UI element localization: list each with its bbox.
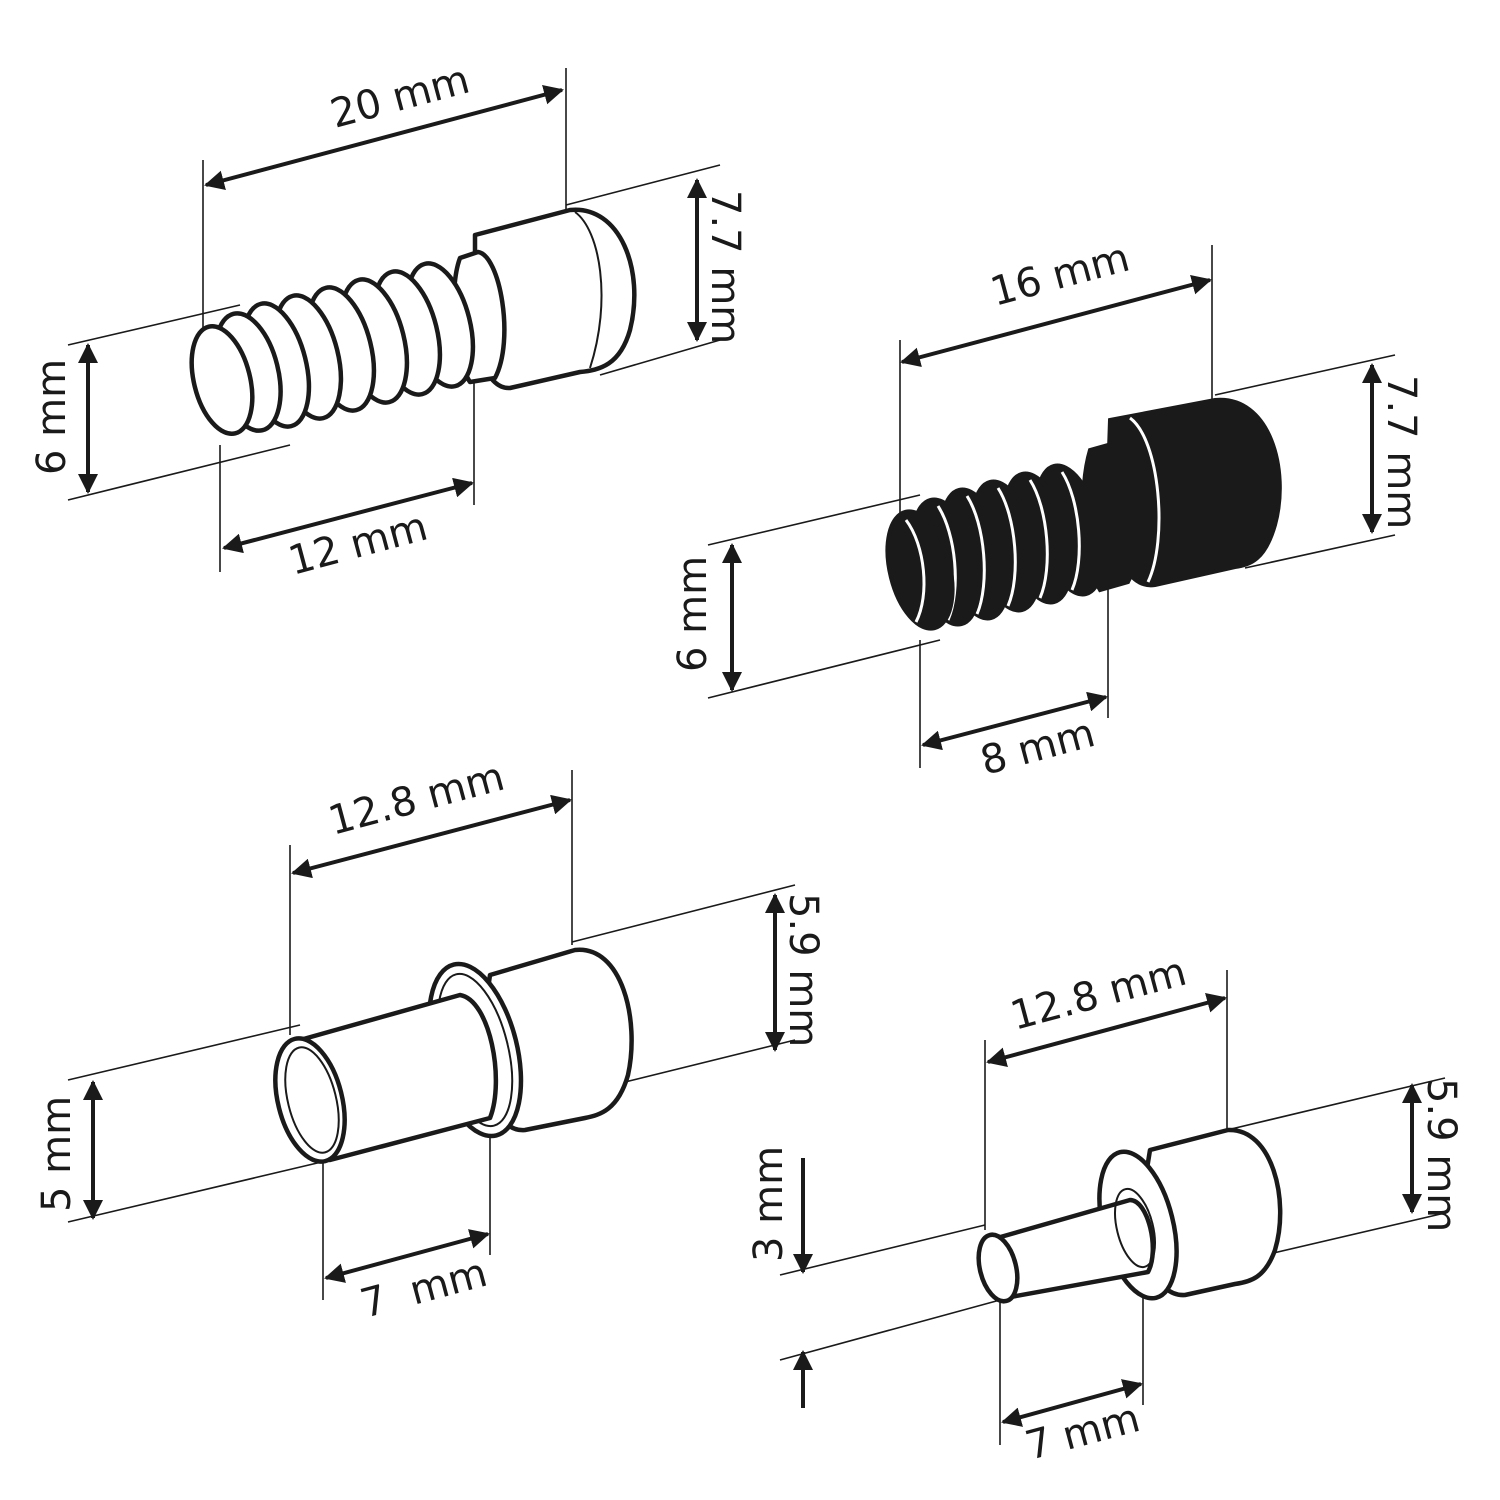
label-shank-diameter: 5 mm — [34, 1096, 80, 1212]
plain-pin-large: 12.8 mm 5.9 mm 5 mm 7 mm — [34, 754, 826, 1328]
threaded-pin-light: 20 mm 7.7 mm 6 mm 12 mm — [29, 57, 748, 585]
thread-rings — [885, 463, 1106, 631]
label-shank-length: 12 mm — [284, 504, 433, 585]
label-total-length: 16 mm — [986, 235, 1135, 316]
label-shank-length: 8 mm — [976, 710, 1100, 784]
label-shank-length: 7 mm — [1021, 1395, 1145, 1469]
label-head-diameter: 7.7 mm — [1378, 375, 1424, 529]
plain-pin-small: 12.8 mm 5.9 mm 3 mm 7 mm — [746, 949, 1464, 1470]
label-shank-diameter: 6 mm — [29, 359, 75, 475]
extension-lines — [67, 68, 721, 572]
threaded-pin-dark-body — [885, 397, 1282, 631]
label-head-diameter: 5.9 mm — [1418, 1078, 1464, 1232]
label-shank-diameter: 3 mm — [746, 1146, 792, 1262]
threaded-pin-light-body — [189, 207, 637, 437]
extension-lines — [707, 245, 1396, 768]
label-shank-diameter: 6 mm — [670, 556, 716, 672]
plain-pin-large-body — [273, 947, 634, 1164]
threaded-pin-dark: 16 mm 7.7 mm 6 mm 8 mm — [670, 235, 1424, 785]
extension-lines — [67, 770, 796, 1300]
dimension-arrows — [722, 274, 1382, 751]
label-head-diameter: 5.9 mm — [780, 893, 826, 1047]
dimension-arrows — [793, 993, 1422, 1427]
label-total-length: 20 mm — [326, 57, 475, 138]
label-total-length: 12.8 mm — [1006, 949, 1192, 1040]
label-shank-length: 7 mm — [356, 1250, 492, 1328]
thread-rings — [189, 261, 476, 437]
label-head-diameter: 7.7 mm — [702, 190, 748, 344]
label-total-length: 12.8 mm — [324, 754, 510, 845]
dimension-arrows — [83, 794, 785, 1283]
extension-lines — [779, 970, 1446, 1445]
plain-pin-small-body — [976, 1127, 1283, 1304]
dimension-arrows — [78, 84, 707, 554]
